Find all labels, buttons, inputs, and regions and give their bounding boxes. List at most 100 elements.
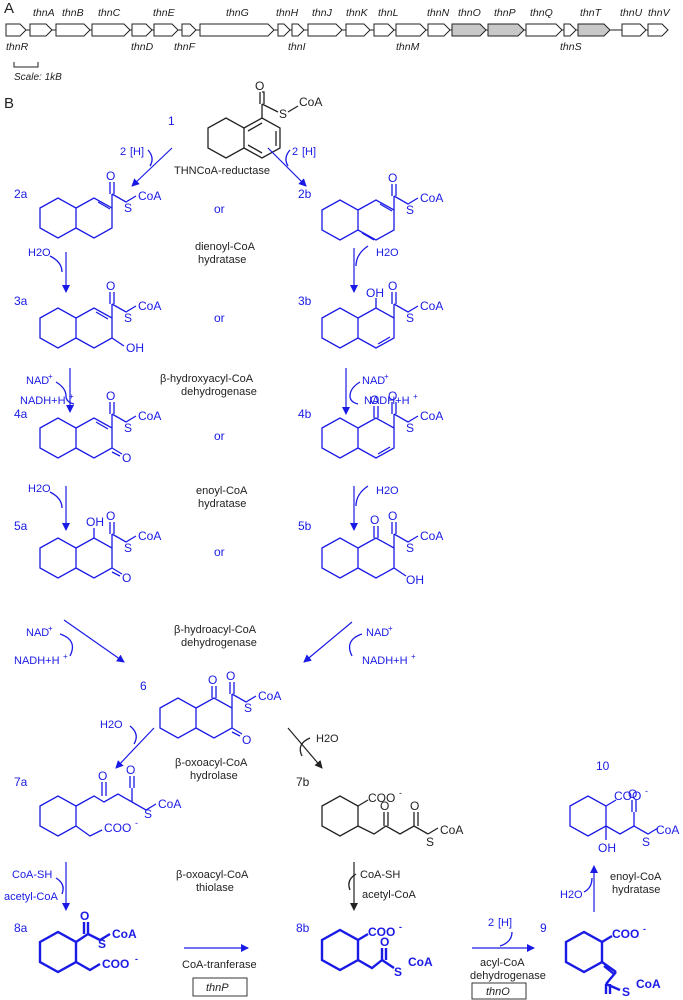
hydratase-step-1: H2O dienoyl-CoA hydratase H2O (28, 241, 399, 293)
compound-6: 6 O O S CoA O (140, 669, 281, 747)
acetyl-coa: acetyl-CoA (4, 891, 58, 903)
water: H2O (560, 889, 583, 901)
enzyme-label: acyl-CoA (480, 957, 525, 969)
oxygen: O (80, 909, 89, 923)
hydrolase-step: H2O β-oxoacyl-CoA hydrolase H2O (100, 719, 339, 782)
enzyme-label: dehydrogenase (470, 970, 546, 982)
gene-thnM-arrow (395, 23, 427, 37)
gene-labels-bottom: thnR thnD thnF thnI thnM thnS (6, 41, 582, 53)
compound-number: 2a (14, 187, 28, 201)
gene-thnT-arrow (577, 23, 611, 37)
hydroxyl: OH (86, 515, 104, 529)
enzyme-thncoa-reductase: THNCoA-reductase (174, 165, 270, 177)
gene-label: thnQ (530, 7, 553, 19)
compound-1: 1 O S CoA (168, 79, 322, 159)
oxygen: O (628, 787, 637, 801)
gene-label: thnG (226, 7, 249, 19)
compound-4b: 4b O O S CoA (298, 389, 443, 459)
water: H2O (376, 485, 399, 497)
gene-label: thnR (6, 41, 29, 53)
coa-group: CoA (138, 409, 161, 423)
scale-label: Scale: 1kB (14, 72, 62, 83)
or-label: or (214, 311, 225, 325)
or-label: or (214, 429, 225, 443)
gene-label: thnD (131, 41, 154, 53)
gene-labels-top: thnA thnB thnC thnE thnG thnH thnJ thnK … (33, 7, 671, 19)
gene-thnL-arrow (373, 23, 395, 37)
coa-group: CoA (420, 191, 443, 205)
enzyme-label: β-oxoacyl-CoA (175, 757, 248, 769)
compound-4a: 4a O S CoA O (14, 389, 161, 465)
gene-label: thnN (427, 7, 450, 19)
gene-label: thnP (494, 7, 516, 19)
charge: - (399, 788, 402, 798)
compound-number: 3a (14, 294, 28, 308)
gene-thnG-arrow (199, 23, 275, 37)
gene-label: thnH (276, 7, 299, 19)
hydroxyl: OH (366, 286, 384, 300)
gene-cluster (5, 23, 669, 37)
compound-number: 10 (596, 759, 610, 773)
compound-7b: 7b COO - O O S CoA (296, 775, 463, 849)
gene-thnF-arrow (181, 23, 197, 37)
oxygen: O (388, 509, 397, 523)
enzyme-label: hydratase (198, 498, 246, 510)
coa-group: CoA (656, 823, 679, 837)
compound-number: 4b (298, 407, 312, 421)
compound-number: 7b (296, 775, 310, 789)
gene-label: thnV (648, 7, 671, 19)
carboxylate: COO (102, 957, 129, 971)
compound-number: 7a (14, 775, 28, 789)
coa-group: CoA (138, 189, 161, 203)
charge: + (384, 372, 389, 381)
gene-thnH-arrow (277, 23, 291, 37)
nadh: NADH+H (20, 395, 66, 407)
nadh: NADH+H (364, 395, 410, 407)
oxygen: O (410, 799, 419, 813)
or-label: or (214, 545, 225, 559)
gene-thnA-arrow (29, 23, 53, 37)
enzyme-label: dehydrogenase (181, 386, 257, 398)
carboxylate: COO (368, 925, 395, 939)
gene-thnJ-arrow (307, 23, 343, 37)
oxygen: O (380, 935, 389, 949)
charge: - (399, 922, 402, 932)
gene-label: thnS (560, 41, 582, 53)
charge: + (69, 392, 74, 401)
oxygen: O (98, 769, 107, 783)
hydroxyl: OH (598, 841, 616, 855)
oxygen: O (370, 393, 379, 407)
compound-number: 5b (298, 519, 312, 533)
coash: CoA-SH (360, 869, 400, 881)
gene-label: thnJ (312, 7, 333, 19)
oxygen: O (370, 513, 379, 527)
sulfur: S (406, 311, 414, 325)
carboxylate: COO (612, 927, 639, 941)
water: H2O (28, 483, 51, 495)
enzyme-label: β-hydroacyl-CoA (174, 624, 257, 636)
sulfur: S (642, 835, 650, 849)
hydratase-step-2: H2O enoyl-CoA hydratase H2O (28, 483, 399, 531)
reducing-eq-left: 2 (120, 146, 126, 158)
carboxylate: COO (368, 791, 395, 805)
coa-group: CoA (636, 977, 661, 991)
charge: - (645, 786, 648, 796)
compound-3a: 3a O S CoA OH (14, 279, 161, 355)
nad: NAD (362, 375, 385, 387)
compound-2a: 2a O S CoA (14, 169, 161, 239)
water: H2O (376, 247, 399, 259)
oxygen: O (106, 389, 115, 403)
compound-number: 6 (140, 679, 147, 693)
charge: - (643, 924, 646, 934)
sulfur: S (124, 541, 132, 555)
charge: + (48, 624, 53, 633)
enzyme-label: hydrolase (190, 770, 238, 782)
nad: NAD (26, 627, 49, 639)
oxygen: O (106, 169, 115, 183)
gene-label: thnC (98, 7, 121, 19)
coa-group: CoA (420, 529, 443, 543)
dehydrogenase-step-1: NAD + NADH+H + β-hydroxyacyl-CoA dehydro… (20, 368, 418, 415)
reducing-eq: 2 (488, 917, 494, 929)
coa-group: CoA (420, 299, 443, 313)
oxygen: O (122, 571, 131, 585)
